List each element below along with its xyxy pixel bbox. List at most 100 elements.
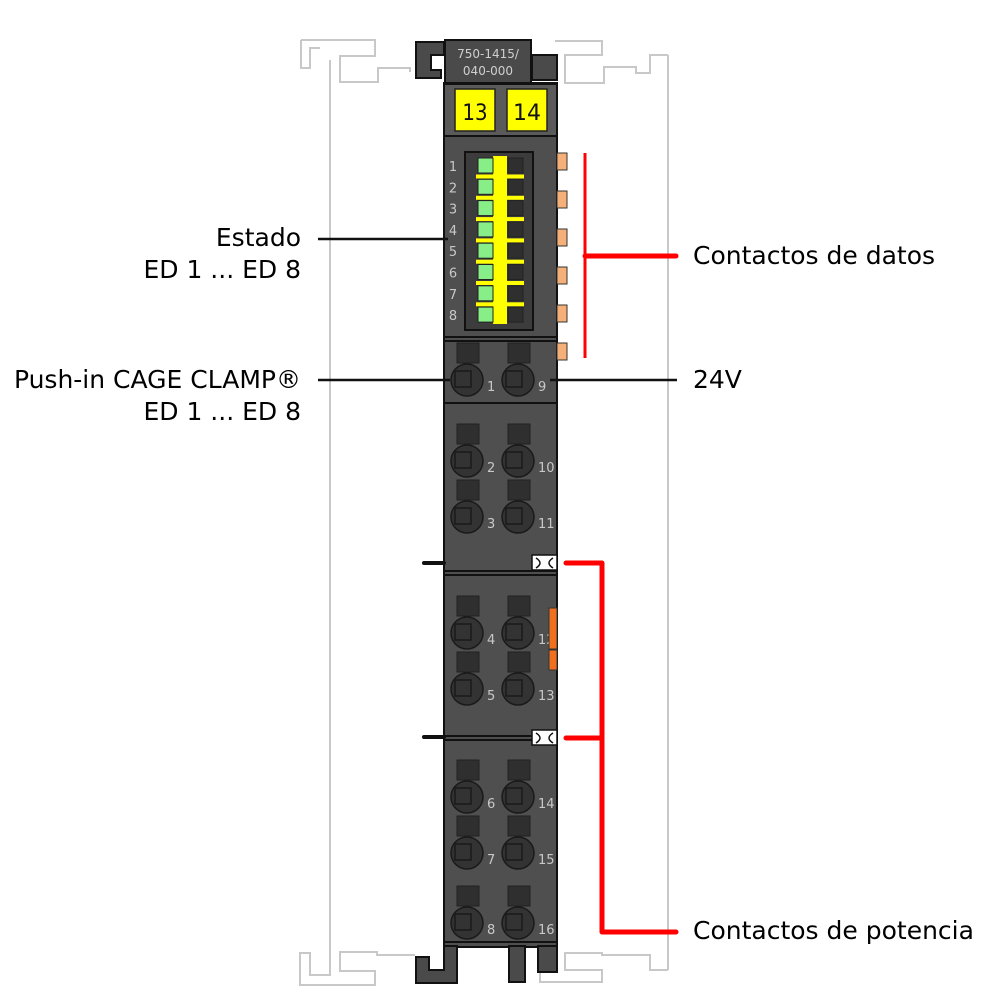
led-separator bbox=[476, 217, 524, 222]
terminal-number: 14 bbox=[538, 797, 555, 812]
marker-tag-14-label: 14 bbox=[513, 101, 541, 126]
led-slot bbox=[507, 306, 524, 323]
clamp-square bbox=[454, 370, 472, 388]
terminal-number: 7 bbox=[487, 853, 495, 868]
power-contact-blades bbox=[531, 554, 558, 746]
bottom-foot-right bbox=[537, 945, 558, 973]
terminal-number: 16 bbox=[538, 923, 555, 938]
clamp-square bbox=[454, 451, 472, 469]
wire-entry[interactable] bbox=[450, 500, 484, 534]
led-separator bbox=[476, 174, 524, 179]
release-button[interactable] bbox=[456, 885, 480, 907]
terminal-number: 3 bbox=[487, 517, 495, 532]
wire-entry[interactable] bbox=[501, 500, 535, 534]
data-contact bbox=[556, 304, 568, 323]
clamp-square bbox=[454, 679, 472, 697]
marker-tag-13-label: 13 bbox=[462, 101, 487, 126]
led-number: 2 bbox=[449, 181, 457, 196]
wire-entry[interactable] bbox=[501, 444, 535, 478]
clamp-square bbox=[454, 787, 472, 805]
release-button[interactable] bbox=[456, 651, 480, 673]
callout-lines bbox=[318, 153, 679, 935]
led-number: 7 bbox=[449, 288, 457, 303]
clamp-square bbox=[454, 913, 472, 931]
terminal-number: 15 bbox=[538, 853, 555, 868]
label-24v: 24V bbox=[693, 365, 742, 394]
data-contact bbox=[556, 266, 568, 285]
part-number-plate bbox=[444, 39, 532, 86]
release-button[interactable] bbox=[507, 651, 531, 673]
led-number: 6 bbox=[449, 267, 457, 282]
terminal-number: 11 bbox=[538, 517, 555, 532]
data-contact bbox=[556, 228, 568, 247]
wire-entry[interactable] bbox=[450, 616, 484, 650]
led-number: 5 bbox=[449, 245, 457, 260]
led-slot bbox=[507, 242, 524, 259]
led-indicator bbox=[477, 221, 494, 238]
led-slot bbox=[507, 178, 524, 195]
wire-entry[interactable] bbox=[501, 906, 535, 940]
wire-entry[interactable] bbox=[450, 780, 484, 814]
wire-entry[interactable] bbox=[501, 672, 535, 706]
bottom-left-latch-outline bbox=[299, 951, 415, 986]
led-number: 4 bbox=[449, 224, 457, 239]
release-button[interactable] bbox=[456, 815, 480, 837]
release-button[interactable] bbox=[507, 479, 531, 501]
clamp-square bbox=[505, 507, 523, 525]
blade-2-mark bbox=[535, 732, 554, 744]
power-contact-blade-1 bbox=[531, 554, 558, 571]
wire-entry[interactable] bbox=[501, 363, 535, 397]
wire-entry[interactable] bbox=[450, 672, 484, 706]
wire-entry[interactable] bbox=[450, 906, 484, 940]
wire-entry[interactable] bbox=[450, 363, 484, 397]
bottom-right-latch-outline bbox=[539, 952, 668, 983]
release-button[interactable] bbox=[507, 815, 531, 837]
bottom-foot-middle bbox=[508, 945, 526, 983]
led-indicator bbox=[477, 242, 494, 259]
release-button[interactable] bbox=[456, 759, 480, 781]
release-button[interactable] bbox=[456, 479, 480, 501]
clamp-square bbox=[505, 913, 523, 931]
data-contact bbox=[556, 342, 568, 361]
wire-entry[interactable] bbox=[450, 836, 484, 870]
wire-entry[interactable] bbox=[501, 616, 535, 650]
led-indicator bbox=[477, 306, 494, 323]
label-data-contacts: Contactos de datos bbox=[693, 241, 936, 270]
wire-entry[interactable] bbox=[501, 836, 535, 870]
top-latch-left bbox=[415, 41, 445, 79]
power-jumper-upper bbox=[548, 607, 558, 650]
release-button[interactable] bbox=[456, 595, 480, 617]
release-button[interactable] bbox=[456, 342, 480, 364]
callout-bracket-power bbox=[563, 560, 679, 935]
wire-entry[interactable] bbox=[450, 444, 484, 478]
clamp-square bbox=[454, 623, 472, 641]
release-button[interactable] bbox=[507, 885, 531, 907]
led-indicator bbox=[477, 200, 494, 217]
part-number-line2: 040-000 bbox=[463, 64, 513, 78]
terminal-number: 5 bbox=[487, 689, 495, 704]
label-status-line2: ED 1 ... ED 8 bbox=[143, 255, 301, 284]
release-button[interactable] bbox=[507, 423, 531, 445]
wire-entry[interactable] bbox=[501, 780, 535, 814]
label-power-contacts: Contactos de potencia bbox=[693, 916, 974, 945]
release-button[interactable] bbox=[456, 423, 480, 445]
clamp-square bbox=[505, 623, 523, 641]
clamp-square bbox=[505, 679, 523, 697]
release-button[interactable] bbox=[507, 759, 531, 781]
terminal-number: 4 bbox=[487, 633, 495, 648]
release-button[interactable] bbox=[507, 342, 531, 364]
led-number: 1 bbox=[449, 160, 457, 175]
led-indicator bbox=[477, 178, 494, 195]
led-indicator bbox=[477, 157, 494, 174]
top-right-latch-outline bbox=[555, 40, 668, 84]
power-contact-blade-2 bbox=[531, 729, 558, 746]
led-slot bbox=[507, 200, 524, 217]
power-jumper bbox=[548, 607, 558, 671]
part-number-line1: 750-1415/ bbox=[457, 47, 520, 61]
clamp-square bbox=[505, 370, 523, 388]
led-slot bbox=[507, 157, 524, 174]
clamp-square bbox=[454, 843, 472, 861]
release-button[interactable] bbox=[507, 595, 531, 617]
